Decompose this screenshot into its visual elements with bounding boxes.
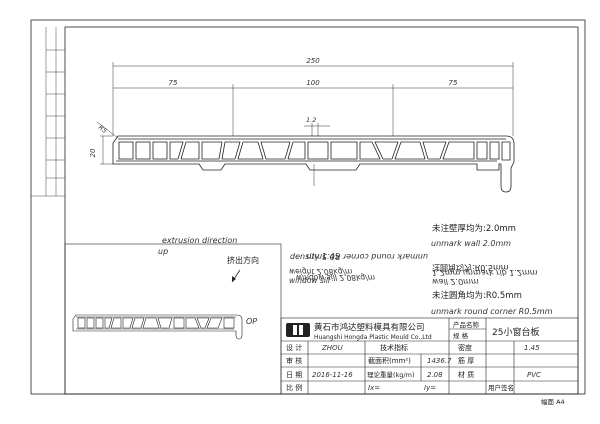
svg-text:PVC: PVC [527,371,541,379]
dimensions [96,62,514,186]
svg-text:Iy=: Iy= [424,384,436,392]
spec-label: 规 格 [453,331,469,340]
wall-note-en1-flipped: unmark round corner R0.5mm [306,252,428,261]
dim-rib: 1.2 [306,116,316,124]
small-profile [72,314,243,340]
title-block [280,317,579,395]
dim-overall: 250 [306,57,320,65]
sheet-size: 幅面 A4 [541,397,565,406]
product-name: 25小窗台板 [492,326,539,338]
company-name-en: Huangshi Hongda Plastic Mould Co.,Ltd [314,334,432,341]
wall-note-cn3: 未注圆角均为:R0.5mm [432,290,522,301]
wall-note-en1: unmark wall 2.0mm [431,239,511,248]
svg-text:用户签名: 用户签名 [488,383,514,392]
svg-text:理论重量(kg/m): 理论重量(kg/m) [367,370,414,379]
wall-note-cn1: 未注壁厚均为:2.0mm [432,223,516,234]
left-margin-boxes [31,27,65,197]
title-row-scale: 比 例 Ix= Iy= 用户签名 [286,383,514,392]
svg-text:筋 厚: 筋 厚 [458,356,474,365]
dim-left: 75 [169,79,178,87]
extrusion-up: up [158,247,168,256]
svg-text:设 计: 设 计 [286,343,302,352]
extrusion-op: OP [246,317,257,326]
density-note-flipped: weight 2.08kg/m [289,267,352,276]
dim-chamfer: R5 [97,123,109,135]
svg-text:审 核: 审 核 [286,356,302,365]
dim-middle: 100 [306,79,320,87]
window-sill-note: window sill [289,276,331,285]
dim-right: 75 [449,79,458,87]
extrusion-label: extrusion direction [162,236,237,245]
wall-note-en2-flipped: 1.2mm unmark rib 1.2mm [432,268,538,277]
dim-height: 20 [89,148,97,157]
wall-note-cn2-flipped: 注圆角均为:R0.5mm [432,263,509,273]
extrusion-arrowhead [232,276,236,282]
svg-text:1.45: 1.45 [524,344,540,352]
profile-cells [118,141,511,161]
svg-text:2.08: 2.08 [427,371,443,379]
svg-text:Ix=: Ix= [368,384,380,392]
svg-text:1436.7: 1436.7 [427,357,452,365]
svg-text:2016-11-16: 2016-11-16 [312,371,353,379]
company-name-cn: 黄石市鸿达塑料模具有限公司 [314,322,425,333]
svg-text:截面积(mm²): 截面积(mm²) [368,356,411,365]
svg-text:材 质: 材 质 [458,370,474,379]
svg-text:比 例: 比 例 [286,383,302,392]
density-note: density 1.45 [290,252,340,261]
svg-text:技术指标: 技术指标 [380,343,408,352]
main-profile [112,135,515,193]
svg-text:密度: 密度 [458,343,472,352]
wall-note-en3-flipped: wall 2.0mm [432,277,479,286]
title-row-design: 设 计 ZHOU 技术指标 密度 1.45 [286,343,540,352]
extrusion-cn-label: 挤出方向 [227,255,259,265]
svg-text:ZHOU: ZHOU [321,344,343,352]
title-row-date: 日 期 2016-11-16 理论重量(kg/m) 2.08 材 质 PVC [286,370,541,379]
window-sill-note-flipped: window sill 2.08kg/m [296,273,375,282]
wall-note-en3: unmark round corner R0.5mm [431,307,553,316]
title-row-review: 审 核 截面积(mm²) 1436.7 筋 厚 [286,356,474,365]
company-logo [286,323,310,337]
product-name-label: 产品名称 [453,320,480,329]
svg-text:日 期: 日 期 [286,371,302,379]
